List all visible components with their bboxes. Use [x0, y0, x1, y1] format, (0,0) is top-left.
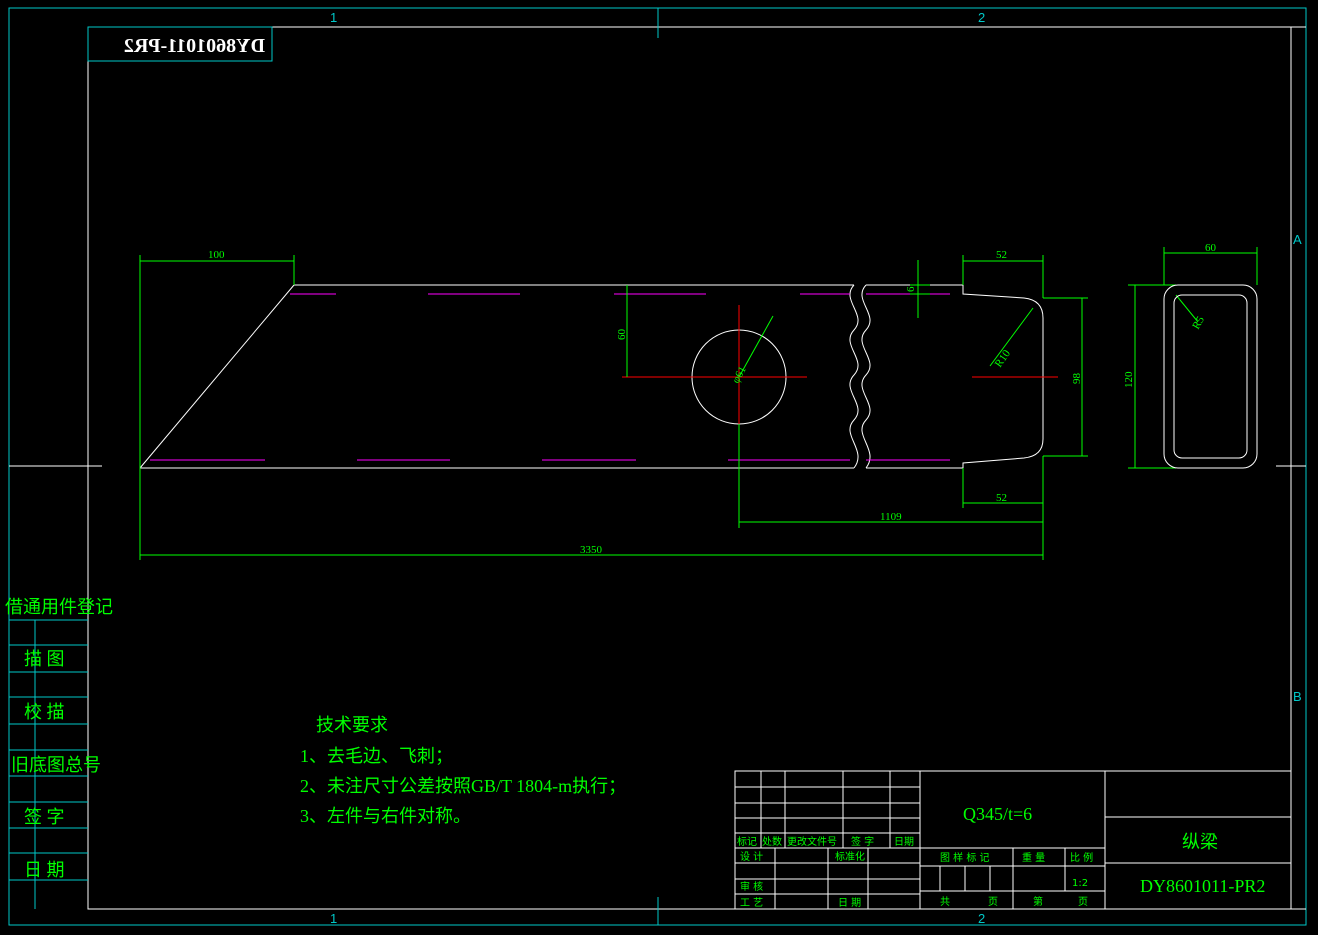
- part-name: 纵梁: [1182, 832, 1218, 852]
- rev-header-sign: 签 字: [851, 835, 874, 848]
- drawing-number: DY8601011-PR2: [1140, 876, 1265, 896]
- section-view: [1163, 284, 1258, 469]
- centerlines: [622, 305, 1058, 450]
- zone-label-b: B: [1293, 689, 1302, 704]
- tech-requirement-3: 3、左件与右件对称。: [300, 806, 471, 826]
- dim-60-hole: 60: [616, 329, 628, 341]
- zone-label-bottom-1: 1: [330, 911, 337, 926]
- dim-6: 6: [905, 286, 917, 292]
- label-standardization: 标准化: [835, 850, 865, 863]
- tech-requirement-1: 1、去毛边、飞刺；: [300, 746, 453, 766]
- label-page-no: 第: [1033, 895, 1043, 908]
- rev-header-date: 日期: [894, 836, 914, 848]
- rev-header-mark: 标记: [737, 836, 757, 848]
- label-weight: 重 量: [1022, 851, 1045, 864]
- zone-label-a: A: [1293, 232, 1302, 247]
- register-header: 借通用件登记: [5, 597, 113, 617]
- dim-52-bottom: 52: [996, 492, 1007, 504]
- hidden-lines: [150, 293, 950, 461]
- dimension-lines: [139, 247, 1258, 560]
- label-design: 设 计: [740, 850, 763, 863]
- label-page: 页: [1078, 896, 1088, 908]
- tech-requirements-title: 技术要求: [316, 715, 388, 735]
- tech-requirement-2: 2、未注尺寸公差按照GB/T 1804-m执行；: [300, 776, 626, 796]
- dim-r10: R10: [993, 347, 1014, 369]
- scale-value: 1:2: [1072, 878, 1088, 889]
- label-process: 工 艺: [740, 897, 763, 909]
- dim-phi61: φ61: [730, 364, 749, 385]
- mirrored-drawing-number: DY8601011-PR2: [124, 35, 265, 57]
- label-total: 共: [940, 896, 950, 908]
- drawing-frame: [8, 7, 1307, 926]
- zone-label-top-2: 2: [978, 10, 985, 25]
- label-date: 日 期: [838, 897, 861, 909]
- mirrored-number-box: DY8601011-PR2: [87, 26, 273, 62]
- zone-label-bottom-2: 2: [978, 911, 985, 926]
- dim-3350: 3350: [580, 544, 603, 556]
- dim-52-top: 52: [996, 249, 1007, 261]
- dim-120: 120: [1123, 371, 1135, 388]
- register-row-date: 日 期: [24, 860, 65, 880]
- label-sample-mark: 图 样 标 记: [940, 851, 990, 864]
- register-row-check: 校 描: [24, 702, 65, 722]
- rev-header-change-doc: 更改文件号: [787, 835, 837, 848]
- register-row-old-total: 旧底图总号: [11, 755, 101, 775]
- rev-header-count: 处数: [762, 835, 782, 848]
- title-block: [734, 770, 1292, 910]
- register-row-draw: 描 图: [24, 649, 65, 669]
- dim-60-box: 60: [1205, 242, 1217, 254]
- register-row-sign: 签 字: [24, 807, 65, 827]
- label-review: 审 核: [740, 880, 763, 893]
- dim-98: 98: [1071, 373, 1083, 385]
- dim-r5: R5: [1190, 314, 1207, 332]
- dim-100: 100: [208, 249, 225, 261]
- part-outline: [139, 284, 1044, 469]
- side-register: [9, 619, 88, 909]
- dim-1109: 1109: [880, 511, 902, 523]
- label-sheet: 页: [988, 896, 998, 908]
- label-scale: 比 例: [1070, 851, 1093, 864]
- zone-label-top-1: 1: [330, 10, 337, 25]
- material-spec: Q345/t=6: [963, 804, 1032, 824]
